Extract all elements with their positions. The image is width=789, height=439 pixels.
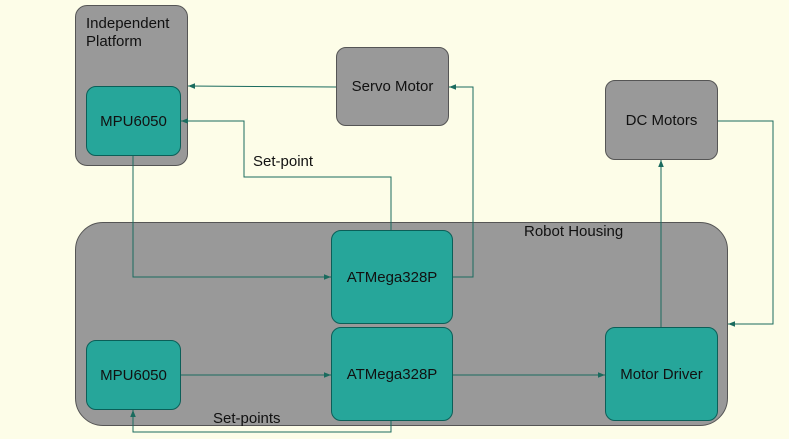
atmega-to-servo-connector (449, 84, 474, 278)
dc-motors-node: DC Motors (605, 80, 718, 160)
independent-platform-label: Independent Platform (86, 15, 170, 50)
robot-housing-label: Robot Housing (524, 223, 624, 240)
atmega328p-bottom-node: ATMega328P (331, 327, 453, 421)
motor-driver-node: Motor Driver (605, 327, 718, 421)
servo-motor-node: Servo Motor (336, 47, 449, 126)
atmega328p-top-node: ATMega328P (331, 230, 453, 324)
servo-to-platform-connector (187, 83, 337, 89)
set-points-label: Set-points (213, 410, 281, 427)
dc-motors-to-housing-connector (718, 120, 774, 327)
mpu6050-bottom-node: MPU6050 (86, 340, 181, 410)
mpu6050-top-node: MPU6050 (86, 86, 181, 156)
set-point-connector (181, 118, 392, 230)
set-points-connector (130, 410, 392, 433)
set-point-label: Set-point (253, 153, 314, 170)
mpu-top-to-atmega-connector (132, 156, 331, 280)
